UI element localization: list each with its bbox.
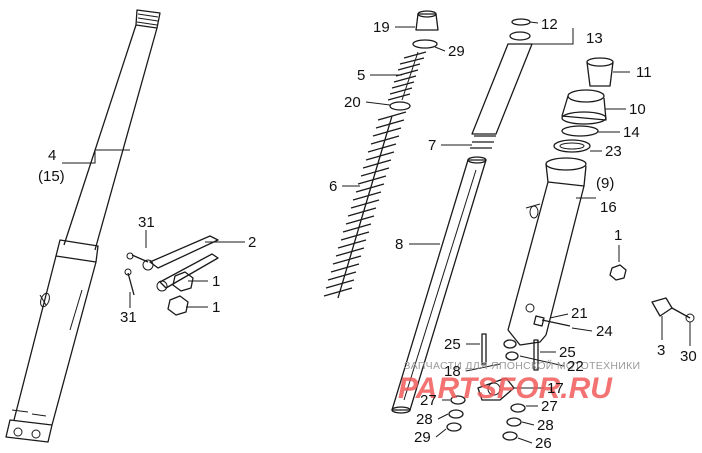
callout-17: 17 xyxy=(547,380,564,397)
callout-18: 18 xyxy=(444,363,461,380)
callout-2: 2 xyxy=(248,234,256,251)
callout-25-right: 25 xyxy=(559,344,576,361)
callout-16: 16 xyxy=(600,199,617,216)
watermark-tagline: ЗАПЧАСТИ ДЛЯ ЯПОНСКОЙ МОТОТЕХНИКИ xyxy=(404,359,640,372)
bolts-31 xyxy=(124,252,149,296)
callout-15: (15) xyxy=(38,168,65,185)
callout-22: 22 xyxy=(567,358,584,375)
callout-1-lower: 1 xyxy=(212,299,220,316)
leader-lines xyxy=(62,21,691,444)
callout-26: 26 xyxy=(535,435,552,452)
fork-top-cap-10 xyxy=(561,89,607,125)
damper-rod-assembly xyxy=(391,18,533,414)
fork-slider-right xyxy=(507,157,587,346)
nut-1-right xyxy=(609,264,627,281)
callout-27-left: 27 xyxy=(420,392,437,409)
callout-30: 30 xyxy=(680,348,697,365)
callout-labels: 4 (15) 31 2 1 31 1 19 29 5 20 6 12 13 11… xyxy=(38,16,697,452)
callout-13: 13 xyxy=(586,30,603,47)
fork-bolt-19 xyxy=(415,10,439,31)
cable-clamp-3-30 xyxy=(651,297,695,323)
callout-20: 20 xyxy=(344,94,361,111)
callout-1-upper: 1 xyxy=(212,273,220,290)
o-ring-29 xyxy=(412,39,438,49)
callout-12: 12 xyxy=(541,16,558,33)
hardware-27-28-26-right xyxy=(502,403,526,441)
callout-24: 24 xyxy=(596,323,613,340)
short-spring-5 xyxy=(387,51,427,101)
callout-28-left: 28 xyxy=(416,411,433,428)
callout-4: 4 xyxy=(48,147,56,164)
callout-7: 7 xyxy=(428,137,436,154)
washer-22 xyxy=(503,339,519,361)
callout-28-right: 28 xyxy=(537,417,554,434)
callout-14: 14 xyxy=(623,124,640,141)
callout-31-upper: 31 xyxy=(138,214,155,231)
callout-1-right: 1 xyxy=(614,227,622,244)
nuts-1-left xyxy=(167,271,194,316)
callout-29-lower: 29 xyxy=(414,429,431,446)
callout-10: 10 xyxy=(629,101,646,118)
callout-11: 11 xyxy=(636,64,652,81)
watermark: ЗАПЧАСТИ ДЛЯ ЯПОНСКОЙ МОТОТЕХНИКИ PARTSF… xyxy=(398,359,640,405)
callout-6: 6 xyxy=(329,178,337,195)
callout-25-left: 25 xyxy=(444,336,461,353)
callout-27-right: 27 xyxy=(541,398,558,415)
spacer-seat-20 xyxy=(389,101,411,111)
axle-holder-17 xyxy=(477,377,515,401)
callout-9: (9) xyxy=(596,175,614,192)
callout-21: 21 xyxy=(571,305,588,322)
hardware-27-28-29-left xyxy=(446,395,466,432)
snap-ring-14 xyxy=(561,125,599,137)
callout-23: 23 xyxy=(605,143,622,160)
bolt-21-24 xyxy=(533,315,571,327)
callout-29-upper: 29 xyxy=(448,43,465,60)
fork-spring-6 xyxy=(323,111,407,299)
callout-31-lower: 31 xyxy=(120,309,137,326)
fork-tube-assembly-left xyxy=(5,9,161,443)
callout-19: 19 xyxy=(373,19,390,36)
callout-3: 3 xyxy=(657,342,665,359)
watermark-site: PARTSFOR.RU xyxy=(398,372,613,405)
dust-seal-11 xyxy=(586,57,614,87)
callout-5: 5 xyxy=(357,67,365,84)
callout-8: 8 xyxy=(395,236,403,253)
reflector-bracket xyxy=(142,235,219,292)
oil-seal-23 xyxy=(553,139,591,153)
studs-25 xyxy=(481,333,539,371)
